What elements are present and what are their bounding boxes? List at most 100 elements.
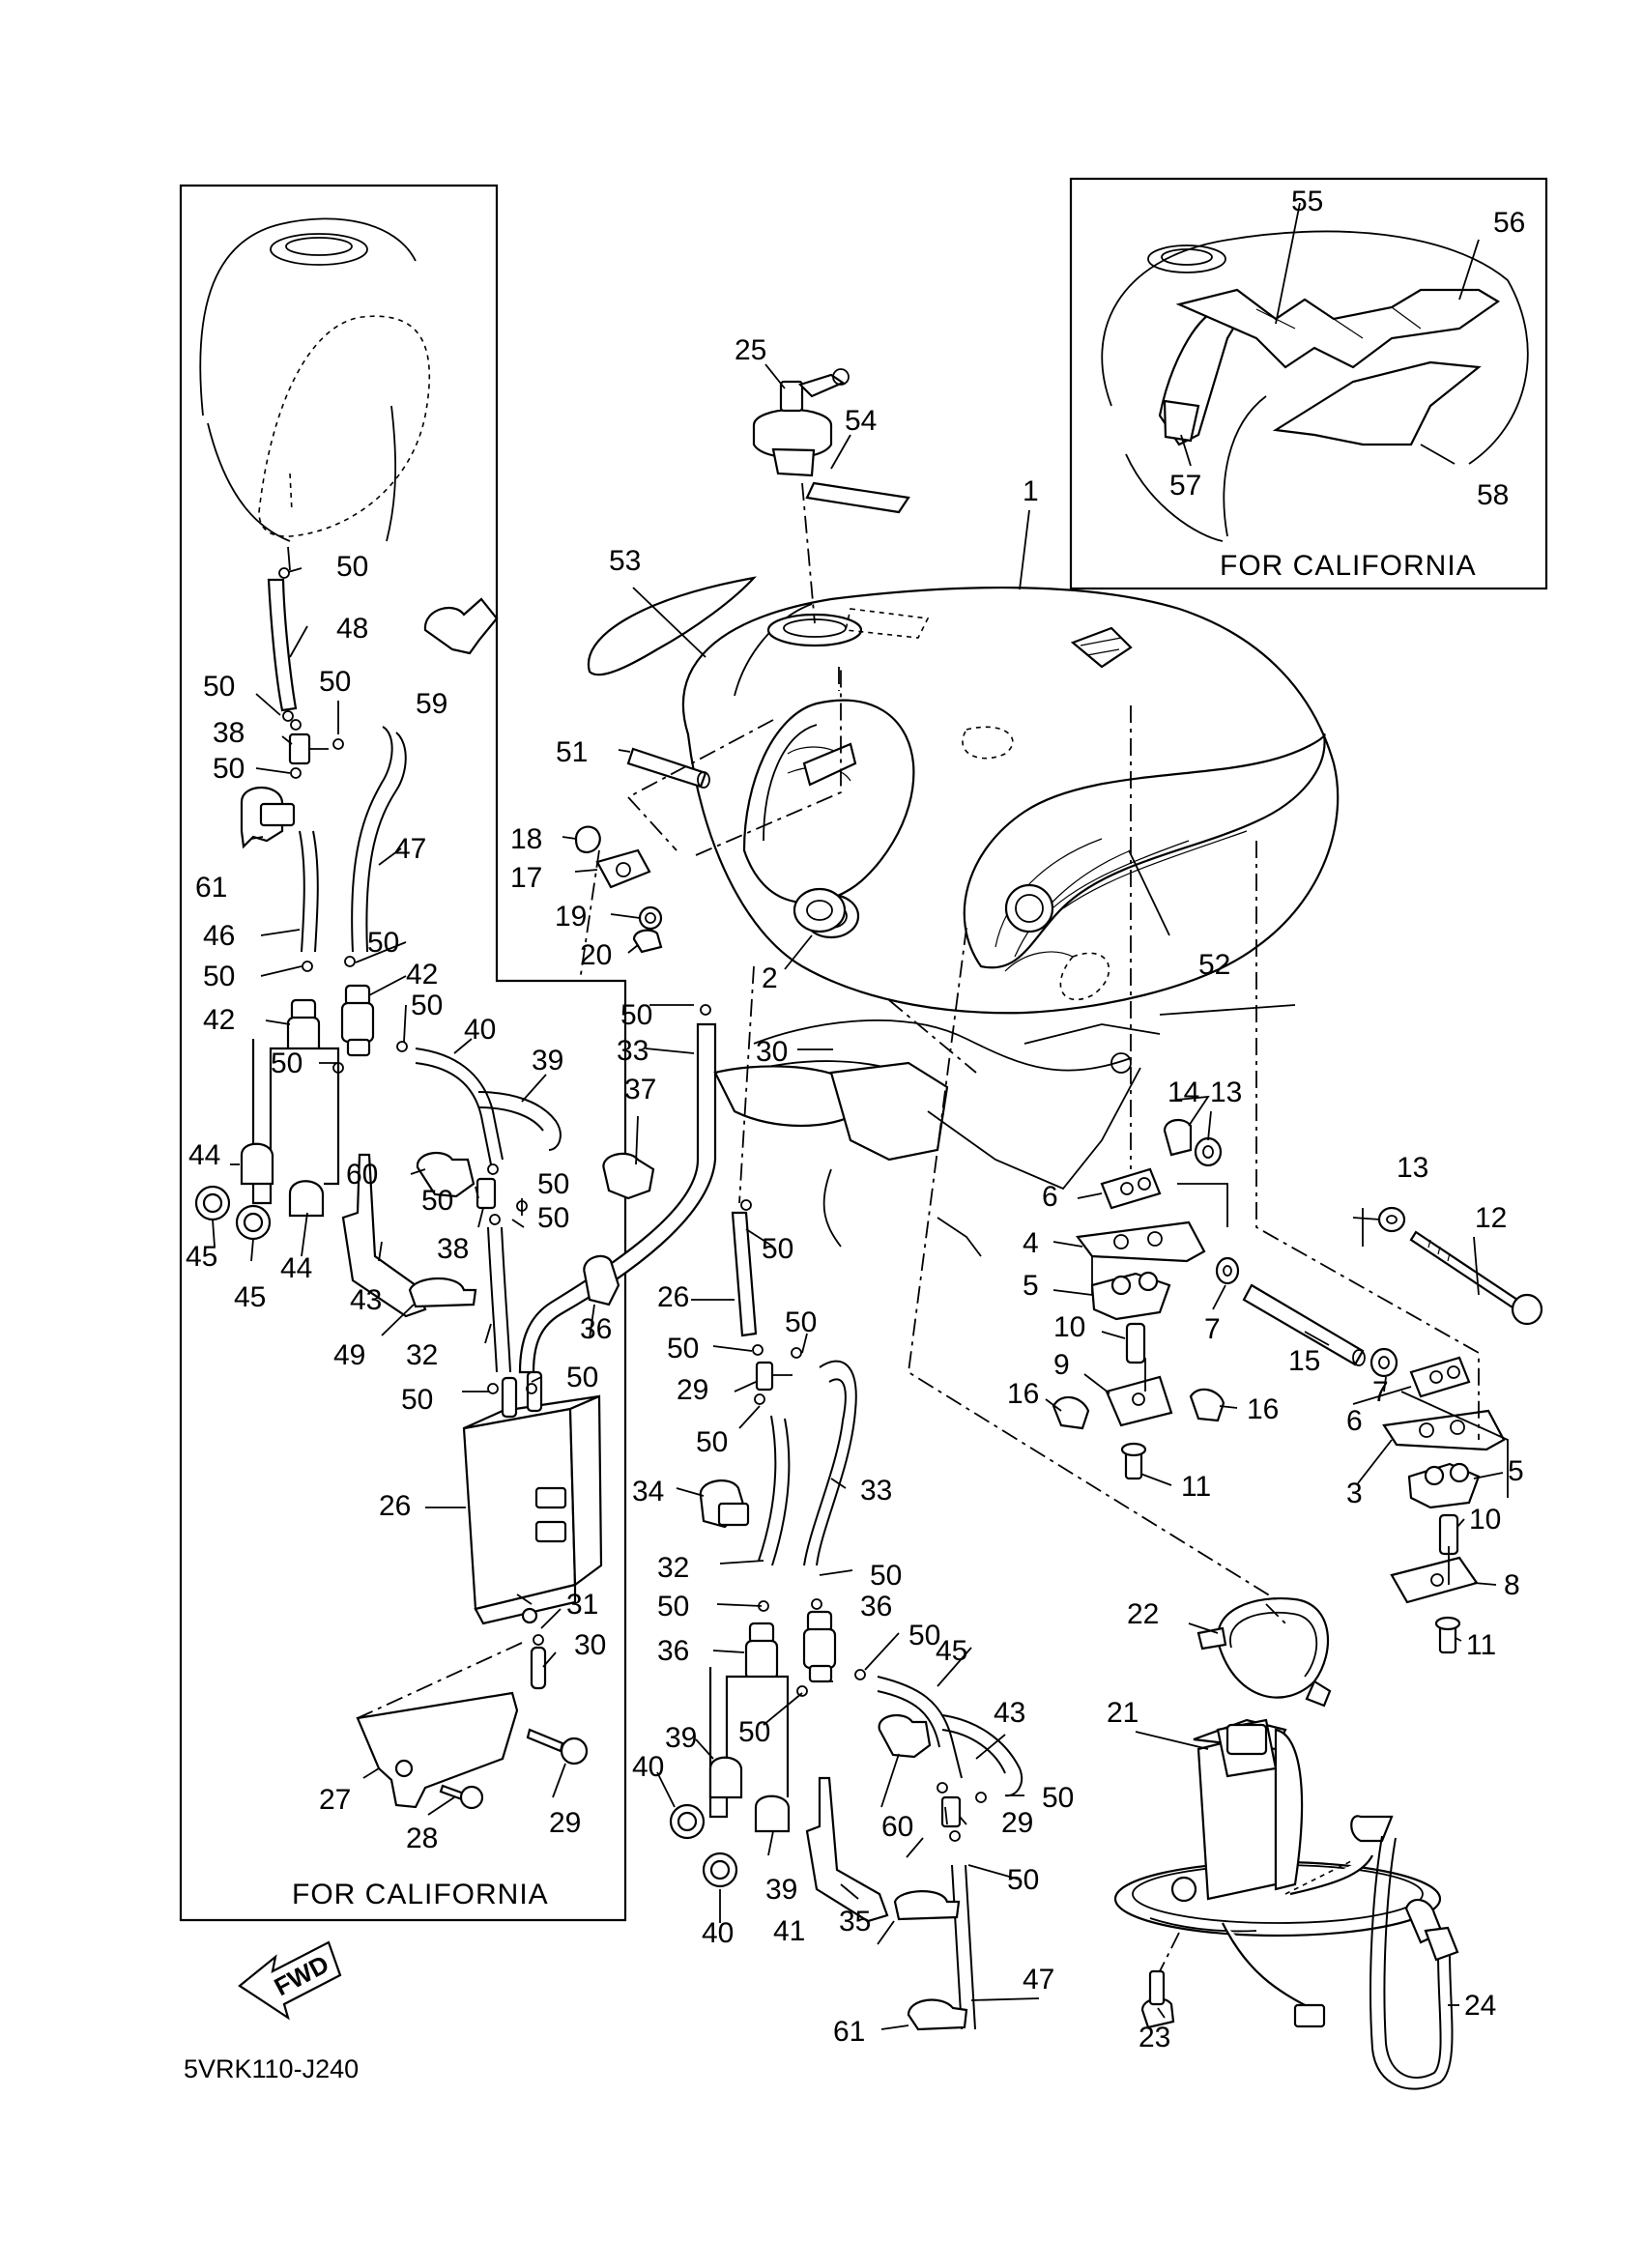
callout-51: 51 bbox=[556, 736, 588, 768]
california-top-right-box bbox=[1069, 177, 1548, 590]
callout-39b: 39 bbox=[665, 1722, 697, 1754]
callout-10a: 10 bbox=[1053, 1311, 1085, 1343]
callout-50f: 50 bbox=[367, 927, 399, 959]
callout-50c: 50 bbox=[319, 666, 351, 698]
callout-8: 8 bbox=[1504, 1569, 1520, 1601]
callout-47b: 47 bbox=[1023, 1964, 1054, 1995]
hose-clip-group-center bbox=[740, 1199, 987, 1842]
callout-40c: 40 bbox=[702, 1917, 734, 1949]
callout-50v: 50 bbox=[738, 1716, 770, 1748]
callout-60b: 60 bbox=[881, 1811, 913, 1843]
callout-50d: 50 bbox=[213, 753, 245, 785]
callout-12: 12 bbox=[1475, 1202, 1507, 1234]
callout-37: 37 bbox=[624, 1074, 656, 1105]
callout-13a: 13 bbox=[1210, 1077, 1242, 1108]
check-valve-36-left bbox=[744, 1622, 779, 1695]
callout-46: 46 bbox=[203, 920, 235, 952]
callout-54: 54 bbox=[845, 405, 877, 437]
callout-14: 14 bbox=[1167, 1077, 1199, 1108]
callout-30b: 30 bbox=[756, 1036, 788, 1068]
callout-9: 9 bbox=[1053, 1349, 1070, 1381]
callout-2: 2 bbox=[762, 962, 778, 994]
callout-17: 17 bbox=[510, 862, 542, 894]
callout-50w: 50 bbox=[1042, 1782, 1074, 1814]
charcoal-canister-26 bbox=[462, 1370, 603, 1625]
callout-7a: 7 bbox=[1204, 1313, 1221, 1345]
callout-50a: 50 bbox=[336, 551, 368, 583]
callout-3: 3 bbox=[1346, 1478, 1363, 1509]
fwd-arrow bbox=[238, 1940, 342, 2021]
callout-34: 34 bbox=[632, 1476, 664, 1507]
pad-53 bbox=[587, 576, 758, 676]
callout-leaders bbox=[212, 202, 1504, 2030]
callout-25: 25 bbox=[735, 334, 766, 366]
callout-61b: 61 bbox=[833, 2016, 865, 2048]
callout-41: 41 bbox=[773, 1915, 805, 1947]
callout-36a: 36 bbox=[580, 1313, 612, 1345]
callout-20: 20 bbox=[580, 939, 612, 971]
check-valve-42-right bbox=[340, 984, 375, 1057]
callout-38a: 38 bbox=[213, 717, 245, 749]
callout-15: 15 bbox=[1288, 1345, 1320, 1377]
callout-57: 57 bbox=[1169, 470, 1201, 502]
gasket-22 bbox=[1196, 1597, 1332, 1708]
callout-50l: 50 bbox=[537, 1168, 569, 1200]
fuel-tank-1 bbox=[681, 587, 1340, 1015]
callout-6b: 6 bbox=[1346, 1405, 1363, 1437]
callout-33a: 33 bbox=[617, 1035, 649, 1067]
callout-7b: 7 bbox=[1372, 1376, 1389, 1408]
callout-22: 22 bbox=[1127, 1598, 1159, 1630]
callout-53: 53 bbox=[609, 545, 641, 577]
callout-10b: 10 bbox=[1469, 1504, 1501, 1536]
fittings-17-20 bbox=[574, 825, 663, 954]
callout-39a: 39 bbox=[532, 1045, 563, 1077]
callout-23: 23 bbox=[1139, 2022, 1170, 2053]
callout-29c: 29 bbox=[1001, 1807, 1033, 1839]
callout-31: 31 bbox=[566, 1589, 598, 1621]
callout-38b: 38 bbox=[437, 1233, 469, 1265]
callout-52: 52 bbox=[1198, 949, 1230, 981]
callout-50u: 50 bbox=[908, 1620, 940, 1651]
callout-26b: 26 bbox=[657, 1281, 689, 1313]
callout-6a: 6 bbox=[1042, 1181, 1058, 1213]
mounting-hardware bbox=[1052, 1118, 1543, 1654]
callout-33b: 33 bbox=[860, 1475, 892, 1507]
callout-5b: 5 bbox=[1508, 1455, 1524, 1487]
callout-29b: 29 bbox=[677, 1374, 708, 1406]
callout-36b: 36 bbox=[657, 1635, 689, 1667]
callout-50h: 50 bbox=[271, 1048, 303, 1079]
callout-50m: 50 bbox=[401, 1384, 433, 1416]
callout-44b: 44 bbox=[280, 1252, 312, 1284]
callout-50p: 50 bbox=[667, 1333, 699, 1364]
callout-27: 27 bbox=[319, 1784, 351, 1816]
label-54 bbox=[805, 481, 910, 514]
callout-49: 49 bbox=[333, 1339, 365, 1371]
callout-24: 24 bbox=[1464, 1990, 1496, 2022]
callout-19: 19 bbox=[555, 901, 587, 933]
check-valve-36-right bbox=[802, 1610, 837, 1683]
california-left-box bbox=[179, 184, 627, 1922]
callout-50b: 50 bbox=[203, 671, 235, 703]
callout-50g: 50 bbox=[411, 990, 443, 1021]
callout-59: 59 bbox=[416, 688, 447, 720]
callout-50k: 50 bbox=[537, 1202, 569, 1234]
callout-50e: 50 bbox=[203, 961, 235, 992]
callout-1: 1 bbox=[1023, 475, 1039, 507]
center-hoses bbox=[669, 1199, 1023, 2031]
cushion-51 bbox=[626, 747, 710, 789]
callout-45a: 45 bbox=[186, 1241, 217, 1273]
callout-42a: 42 bbox=[203, 1004, 235, 1036]
diagram-code: 5VRK110-J240 bbox=[184, 2054, 359, 2083]
callout-30a: 30 bbox=[574, 1629, 606, 1661]
callout-18: 18 bbox=[510, 823, 542, 855]
callout-45b: 45 bbox=[234, 1281, 266, 1313]
callout-28: 28 bbox=[406, 1823, 438, 1854]
callout-56: 56 bbox=[1493, 207, 1525, 239]
callout-50x: 50 bbox=[1007, 1864, 1039, 1896]
top-right-box-tank bbox=[1101, 230, 1529, 542]
callout-50t: 50 bbox=[870, 1560, 902, 1592]
callout-39c: 39 bbox=[765, 1874, 797, 1906]
left-box-tank-sketch bbox=[199, 217, 431, 571]
